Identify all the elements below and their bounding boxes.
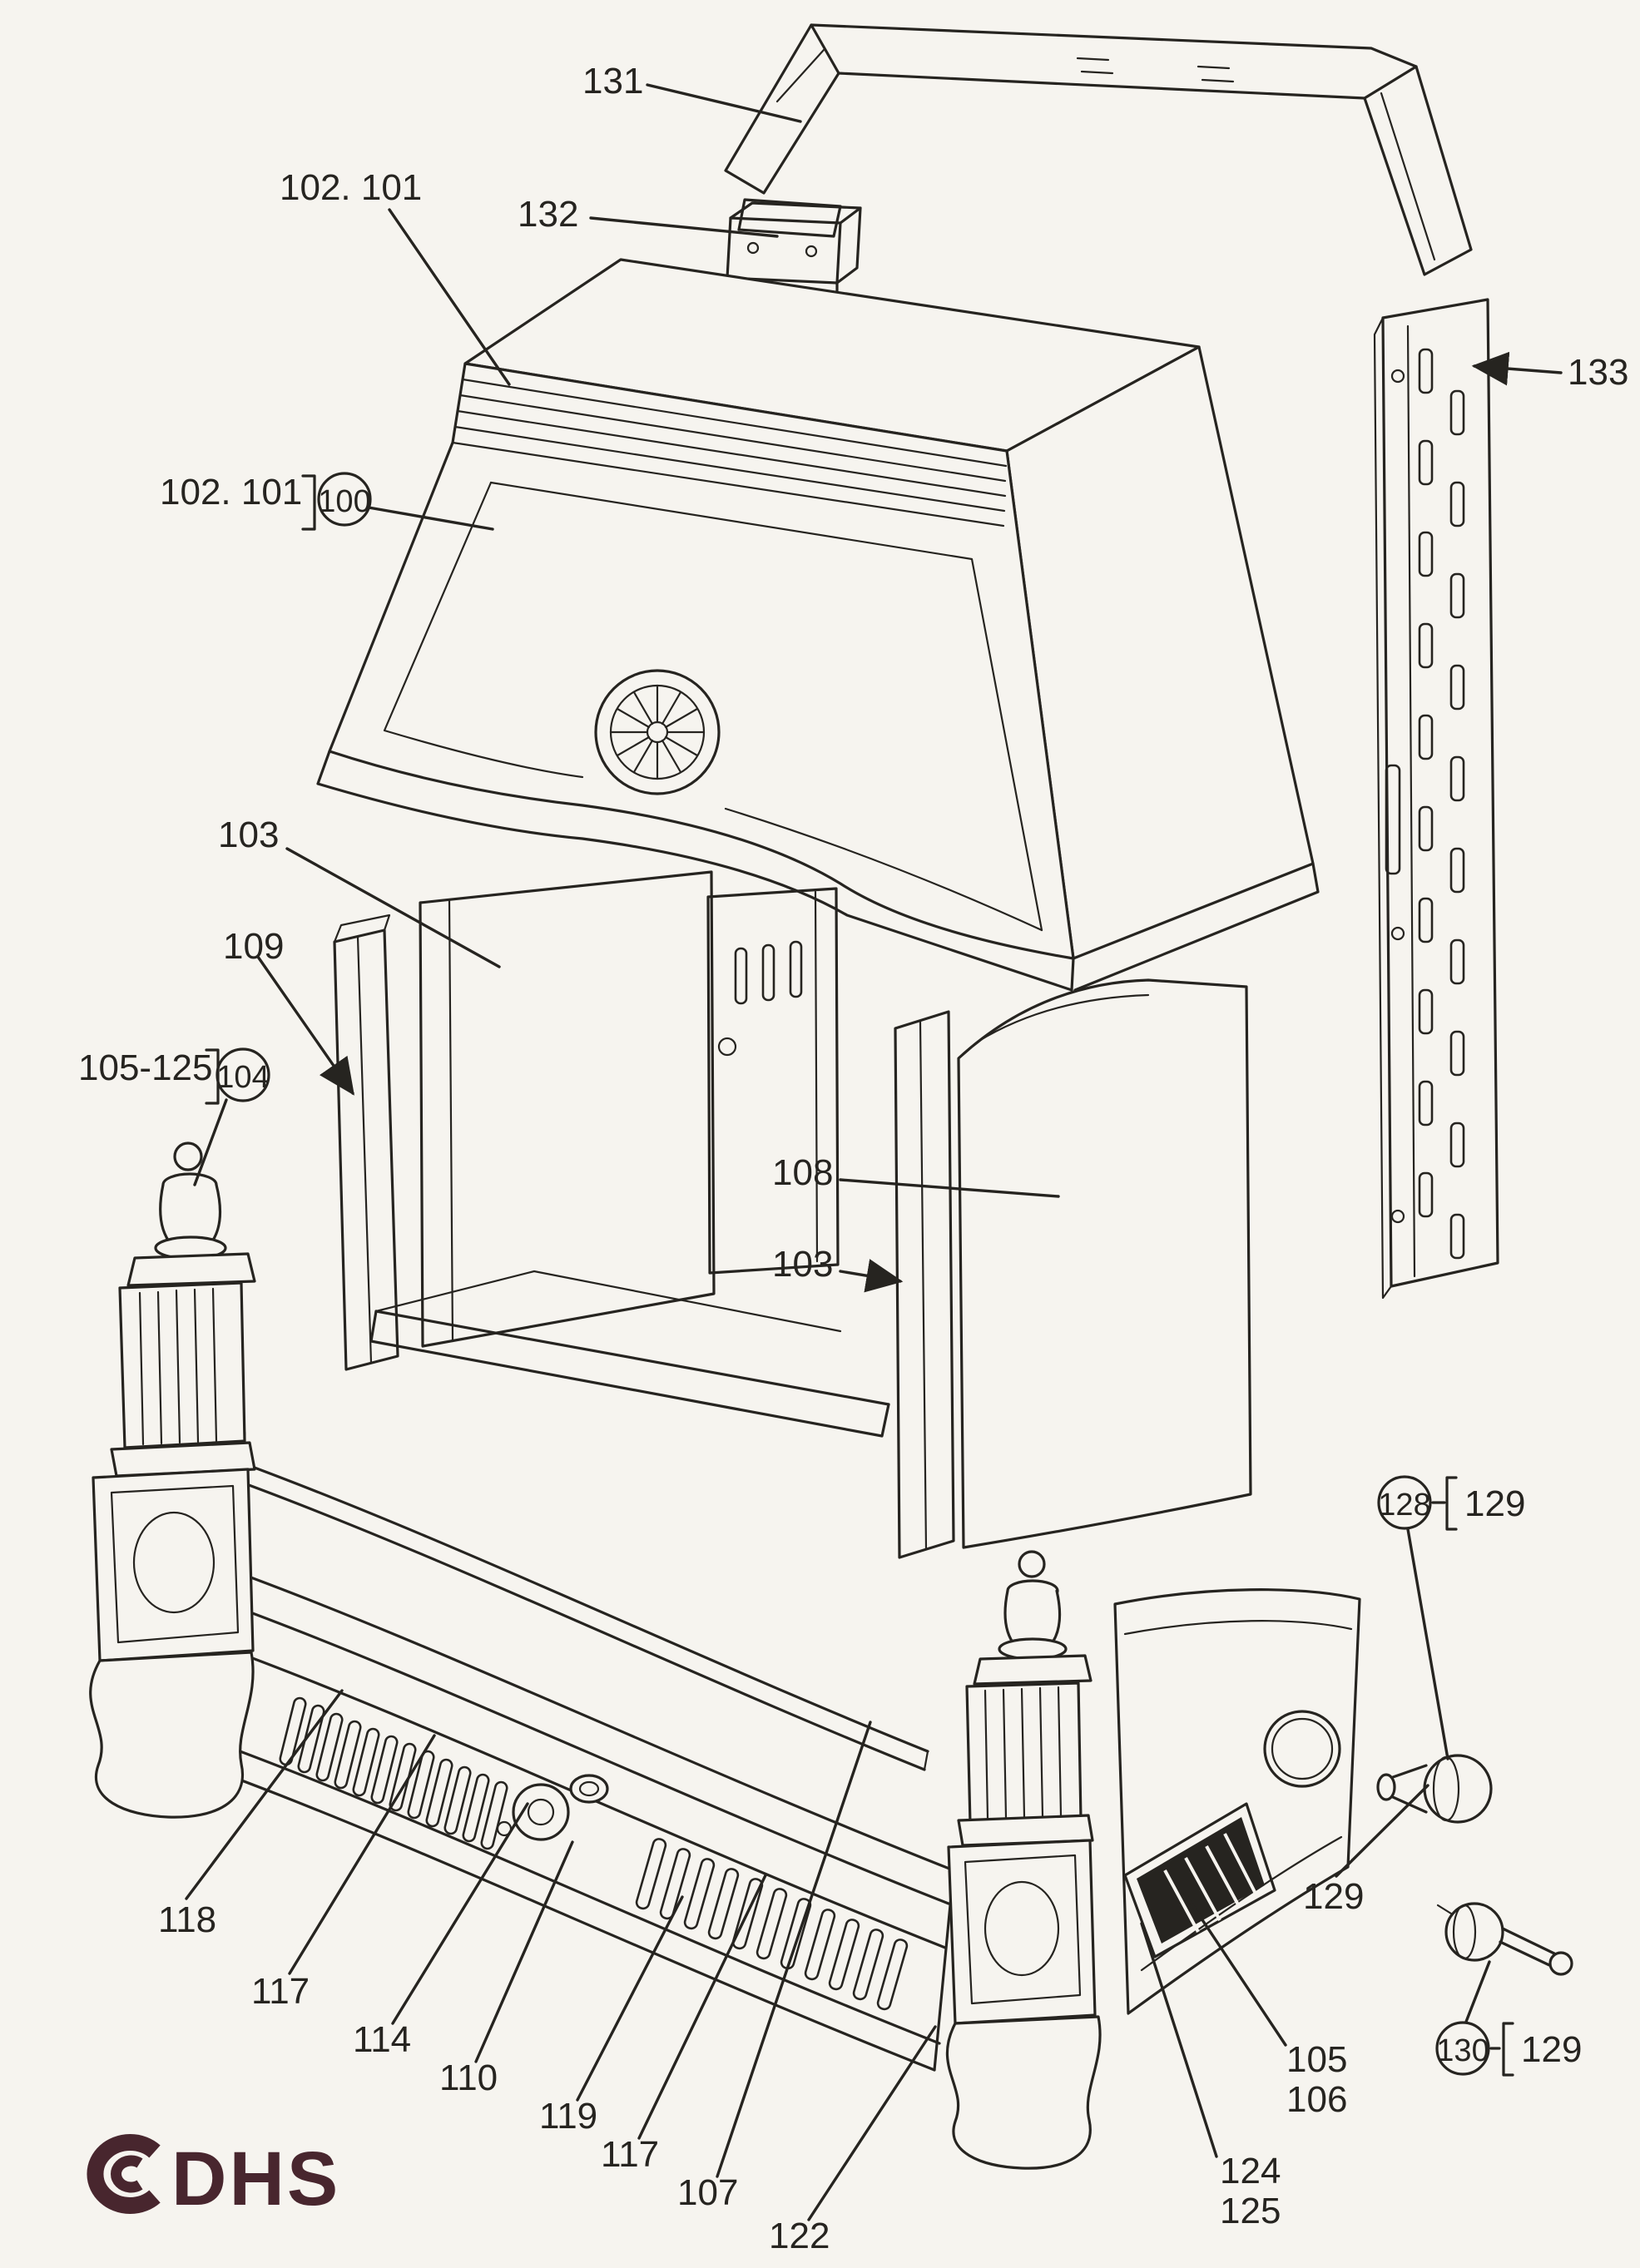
svg-text:104: 104 [216, 1060, 269, 1095]
callout-129-bottom: 129 [1521, 2029, 1582, 2070]
part-trim-strip-right [894, 1010, 955, 1559]
fret-slots-left [279, 1696, 508, 1850]
leader-128 [1406, 1528, 1449, 1760]
callout-118: 118 [158, 1899, 216, 1940]
brand-logo-mark-inner [111, 2155, 143, 2193]
callout-103-right: 103 [772, 1244, 833, 1285]
callout-117-right: 117 [601, 2134, 659, 2175]
leader-118 [185, 1689, 344, 1900]
svg-text:128: 128 [1378, 1488, 1430, 1523]
callout-114: 114 [353, 2019, 411, 2060]
callout-119: 119 [539, 2096, 597, 2137]
leader-110 [474, 1840, 574, 2063]
svg-text:130: 130 [1436, 2033, 1489, 2068]
leader-124-125 [1140, 1922, 1218, 2158]
part-fret [200, 1566, 955, 2072]
leader-107 [716, 1721, 872, 2178]
leader-105-106 [1183, 1892, 1287, 2047]
callout-labels: 131 102. 101 132 102. 101 100 133 103 10… [78, 61, 1628, 2256]
callout-125: 125 [1220, 2191, 1281, 2231]
callout-badge-104: 104 [216, 1047, 270, 1102]
leader-108 [839, 1178, 1060, 1198]
leader-119 [576, 1895, 684, 2102]
callout-129-top: 129 [1464, 1483, 1525, 1524]
part-burner-bracket [706, 887, 840, 1275]
part-valve-spindle [1436, 1902, 1573, 1976]
svg-text:100: 100 [318, 484, 370, 519]
leader-104 [193, 1098, 228, 1186]
part-hearth-base [369, 1270, 890, 1438]
callout-105: 105 [1286, 2039, 1347, 2080]
fender-emblem [1263, 1710, 1341, 1788]
bracket-100 [301, 474, 316, 531]
callout-badge-130: 130 [1435, 2021, 1490, 2076]
callout-102-101-top: 102. 101 [280, 167, 422, 208]
callout-124: 124 [1220, 2151, 1281, 2191]
leader-102-101-top [388, 208, 511, 386]
part-canopy-top-frame [724, 23, 1473, 276]
leader-132 [589, 216, 779, 238]
leader-129-mid [1335, 1784, 1429, 1878]
bracket-130 [1502, 2022, 1514, 2077]
leader-109 [256, 955, 354, 1096]
part-post-right [945, 1550, 1102, 2170]
part-trim-strip-left [333, 914, 399, 1371]
callout-108: 108 [772, 1152, 833, 1193]
callout-129-mid: 129 [1303, 1876, 1364, 1917]
callout-106: 106 [1286, 2079, 1347, 2120]
leader-131 [646, 83, 802, 123]
bracket-128 [1445, 1476, 1458, 1531]
part-screw [1376, 1754, 1493, 1824]
leader-103-left [285, 847, 501, 968]
callout-110: 110 [439, 2058, 498, 2098]
leader-lines [185, 83, 1563, 2221]
part-front-rail [211, 1419, 929, 1771]
brand-logo-mark-outer [87, 2134, 161, 2214]
callout-122: 122 [769, 2216, 830, 2256]
callout-107: 107 [677, 2172, 738, 2213]
callout-132: 132 [518, 194, 578, 235]
post-right-finial-ball [1018, 1550, 1046, 1578]
leader-117-left [288, 1734, 436, 1975]
callout-109: 109 [223, 926, 284, 967]
part-fender-right [1113, 1588, 1361, 2015]
leader-133 [1471, 351, 1563, 386]
callout-badge-128: 128 [1377, 1475, 1432, 1530]
part-side-panel-left [419, 870, 716, 1348]
ember-panel [1123, 1802, 1276, 1959]
leader-103-right [839, 1259, 904, 1293]
part-canopy [316, 258, 1320, 992]
callout-102-101-mid: 102. 101 [160, 472, 302, 513]
fret-control-knob [496, 1774, 609, 1841]
brand-logo-text: DHS [171, 2137, 340, 2221]
part-side-bracket-strip [1373, 298, 1499, 1300]
leader-100 [367, 506, 494, 531]
callout-103-left: 103 [218, 815, 279, 855]
part-post-left [89, 1141, 256, 1819]
fret-slots-right [635, 1838, 909, 2011]
callout-117-left: 117 [251, 1971, 310, 2012]
leader-130 [1464, 1960, 1491, 2023]
callout-105-125: 105-125 [78, 1047, 212, 1088]
leader-117-right [637, 1874, 767, 2140]
canopy-rosette [594, 669, 721, 795]
callout-badge-100: 100 [317, 472, 372, 527]
post-left-finial-ball [173, 1141, 203, 1171]
callout-131: 131 [582, 61, 643, 102]
brand-logo: DHS [87, 2134, 340, 2221]
callout-133: 133 [1568, 352, 1628, 393]
part-side-panel-right [957, 978, 1252, 1549]
leader-122 [807, 2025, 937, 2221]
leader-114 [391, 1802, 529, 2025]
